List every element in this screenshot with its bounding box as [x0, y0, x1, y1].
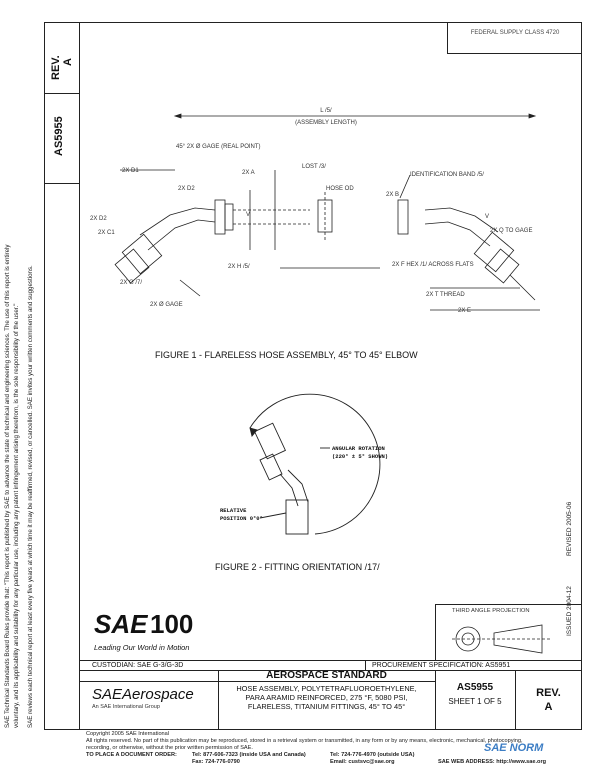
rev-label: REV.: [50, 55, 62, 80]
rev-value: A: [62, 58, 74, 66]
v-right-label: V: [485, 214, 489, 220]
fed-supply-class: FEDERAL SUPPLY CLASS 4720: [447, 22, 582, 54]
figure2-caption: FIGURE 2 - FITTING ORIENTATION /17/: [215, 562, 380, 572]
length-label: L /5/: [320, 108, 332, 114]
divider-standard: [80, 681, 435, 682]
divider-title-top: [80, 670, 582, 671]
h-label: 2X H /5/: [228, 264, 250, 270]
email: Email: custsvc@sae.org: [330, 759, 395, 765]
d1-label: 2X D1: [122, 168, 139, 174]
length-sub-label: (ASSEMBLY LENGTH): [295, 120, 357, 126]
rotation-label: ANGULAR ROTATION: [332, 445, 385, 452]
e-label: 2X E: [458, 308, 471, 314]
d2-top-label: 2X D2: [178, 186, 195, 192]
rev-title-label: REV.: [536, 687, 561, 699]
b-label: 2X B: [386, 192, 399, 198]
sae-100-logo: SAE 100 Leading Our World in Motion: [94, 608, 224, 652]
projection-label: THIRD ANGLE PROJECTION: [452, 608, 530, 614]
figure1-drawing: L /5/ (ASSEMBLY LENGTH) 45° 2X Ø GAGE (R…: [90, 108, 540, 314]
doc-number-vertical: AS5955: [53, 116, 65, 156]
rev-title-block: REV. A: [515, 680, 582, 730]
gage-label: 45° 2X Ø GAGE (REAL POINT): [176, 144, 261, 150]
drawing-frame: [44, 22, 582, 730]
left-column: [44, 22, 80, 730]
figure1-caption: FIGURE 1 - FLARELESS HOSE ASSEMBLY, 45° …: [155, 350, 418, 360]
doc-title-line1: HOSE ASSEMBLY, POLYTETRAFLUOROETHYLENE,: [236, 684, 417, 693]
rights-line2: recording, or otherwise, without the pri…: [86, 745, 253, 751]
relative-label: RELATIVE: [220, 507, 247, 514]
hose-od-label: HOSE OD: [326, 186, 354, 192]
revised-date: REVISED 2005-06: [566, 501, 573, 556]
sae-aerospace-sub: An SAE International Group: [92, 704, 160, 710]
ug-label: 2X Ø GAGE: [150, 302, 183, 308]
c1-label: 2X C1: [98, 230, 115, 236]
rules-note-2: voluntary, and its applicability and sui…: [13, 303, 20, 728]
sheet-number: SHEET 1 OF 5: [448, 697, 502, 706]
gage-right-label: 2X Q TO GAGE: [490, 228, 532, 234]
divider-custodian: [80, 660, 582, 661]
rev-box: REV. A: [44, 22, 80, 94]
fax: Fax: 724-776-0790: [192, 759, 240, 765]
hex-label: 2X F HEX /1/ ACROSS FLATS: [392, 262, 474, 268]
divider-org: [218, 670, 219, 730]
rev-title-value: A: [544, 701, 553, 713]
custodian-label: CUSTODIAN: SAE G-3/G-3D: [92, 662, 184, 669]
d2-label: 2X D2: [90, 216, 107, 222]
review-note: SAE reviews each technical report at lea…: [27, 265, 34, 728]
logo-brand: SAE: [94, 609, 148, 638]
doc-title-line3: FLARELESS, TITANIUM FITTINGS, 45° TO 45°: [247, 702, 406, 711]
relative-sub-label: POSITION 0°0°: [220, 515, 263, 522]
divider-procurement: [365, 660, 366, 670]
rules-note-1: SAE Technical Standards Board Rules prov…: [4, 244, 11, 729]
tel-inside: Tel: 877-606-7323 (inside USA and Canada…: [192, 752, 306, 758]
band-label: IDENTIFICATION BAND /5/: [410, 172, 484, 178]
sae-aerospace-logo: SAEAerospace: [92, 686, 194, 703]
aerospace-standard-label: AEROSPACE STANDARD: [266, 670, 387, 681]
g-label: 2X G /7/: [120, 280, 142, 286]
copyright: Copyright 2005 SAE International: [86, 731, 170, 737]
rotation-sub-label: (220° ± 5° SHOWN): [332, 453, 388, 460]
doc-title-line2: PARA ARAMID REINFORCED, 275 °F, 5080 PSI…: [245, 693, 408, 702]
tel-outside: Tel: 724-776-4970 (outside USA): [330, 752, 415, 758]
lost-label: LOST /3/: [302, 164, 326, 170]
logo-tagline: Leading Our World in Motion: [94, 643, 190, 652]
divider-doc: [435, 670, 436, 730]
sae-norm-watermark: SAE NORM: [484, 742, 544, 754]
logo-number: 100: [150, 609, 193, 638]
figure2-drawing: ANGULAR ROTATION (220° ± 5° SHOWN) RELAT…: [220, 393, 388, 535]
thread-label: 2X T THREAD: [426, 292, 465, 298]
v-left-label: V: [246, 212, 250, 218]
doc-number-box: AS5955: [44, 94, 80, 184]
projection-box: THIRD ANGLE PROJECTION: [435, 604, 582, 660]
divider-rev: [515, 670, 516, 730]
rights-line1: All rights reserved. No part of this pub…: [86, 738, 523, 744]
order-label: TO PLACE A DOCUMENT ORDER:: [86, 752, 177, 758]
a-label: 2X A: [242, 170, 255, 176]
doc-number-title: AS5955: [456, 682, 494, 693]
web-address: SAE WEB ADDRESS: http://www.sae.org: [438, 759, 547, 765]
procurement-label: PROCUREMENT SPECIFICATION: AS5951: [372, 662, 511, 669]
sae-100-logo-mark: SAE 100: [94, 609, 193, 639]
projection-symbol: [452, 624, 550, 654]
